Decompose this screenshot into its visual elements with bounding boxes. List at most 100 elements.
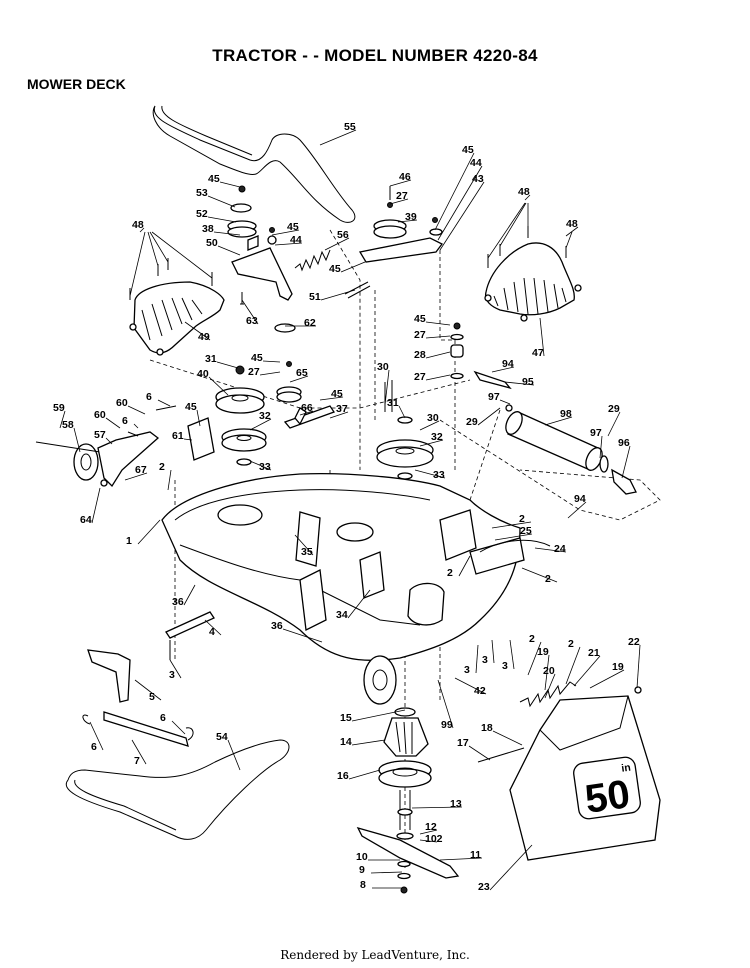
leader-line-c56 bbox=[324, 237, 350, 251]
callout-c55: 55 bbox=[344, 121, 356, 133]
callout-c2c: 2 bbox=[447, 567, 453, 579]
leader-line-c27a bbox=[389, 198, 409, 205]
callout-c2a: 2 bbox=[159, 461, 165, 473]
leader-line-c35 bbox=[294, 534, 314, 556]
callout-c19b: 19 bbox=[612, 661, 624, 673]
leader-line-c27c bbox=[425, 374, 451, 381]
idler-bracket-assembly bbox=[227, 185, 296, 333]
callout-c25: 25 bbox=[520, 525, 532, 537]
callout-c96: 96 bbox=[618, 437, 630, 449]
leader-line-c45g bbox=[319, 396, 344, 401]
callout-c45f: 45 bbox=[251, 352, 263, 364]
leader-line-c32a bbox=[249, 418, 272, 431]
callout-c65: 65 bbox=[296, 367, 308, 379]
callout-c29a: 29 bbox=[466, 416, 478, 428]
leader-line-c6a bbox=[133, 423, 139, 429]
callout-c48b: 48 bbox=[518, 186, 530, 198]
deck-wheel bbox=[363, 655, 397, 705]
leader-line-c51 bbox=[320, 289, 356, 301]
callout-c67: 67 bbox=[135, 464, 147, 476]
callout-c6c: 6 bbox=[160, 712, 166, 724]
leader-line-c59 bbox=[59, 410, 66, 429]
callout-c27d: 27 bbox=[248, 366, 260, 378]
leader-line-c29b bbox=[607, 411, 621, 437]
leader-line-c27d bbox=[259, 371, 281, 376]
callout-c2f: 2 bbox=[568, 638, 574, 650]
callout-c58: 58 bbox=[62, 419, 74, 431]
callout-c98: 98 bbox=[560, 408, 572, 420]
callout-c45d: 45 bbox=[329, 263, 341, 275]
leader-line-c2a bbox=[167, 469, 172, 491]
center-idler-pulley bbox=[276, 361, 302, 403]
callout-c45e: 45 bbox=[414, 313, 426, 325]
leader-line-c45c bbox=[271, 229, 300, 236]
callout-c102: 102 bbox=[425, 833, 443, 845]
leader-line-c48c bbox=[565, 226, 579, 237]
leader-line-c19a bbox=[544, 654, 550, 691]
leader-line-c34 bbox=[347, 589, 371, 619]
leader-line-c32b bbox=[419, 439, 444, 447]
callout-c3a: 3 bbox=[169, 669, 175, 681]
callout-c33a: 33 bbox=[259, 461, 271, 473]
mower-blade bbox=[356, 826, 460, 879]
callout-c7: 7 bbox=[134, 755, 140, 767]
callout-c31b: 31 bbox=[387, 397, 399, 409]
leader-line-c27b bbox=[425, 335, 451, 339]
tension-link bbox=[344, 281, 371, 299]
leader-line-c40 bbox=[208, 376, 229, 396]
leader-line-c66 bbox=[299, 410, 314, 416]
leader-line-c97b bbox=[599, 435, 603, 459]
leader-line-c20 bbox=[544, 673, 556, 699]
callout-c51: 51 bbox=[309, 291, 321, 303]
leader-line-c55 bbox=[319, 129, 357, 146]
leader-line-c14 bbox=[351, 739, 386, 746]
leader-line-c3d bbox=[509, 639, 515, 670]
leader-line-c16 bbox=[348, 769, 381, 780]
chute-rod bbox=[477, 747, 525, 763]
callout-c36b: 36 bbox=[271, 620, 283, 632]
leader-line-c23 bbox=[489, 844, 533, 891]
leader-line-c31b bbox=[398, 405, 406, 419]
callout-c24: 24 bbox=[554, 543, 566, 555]
leader-line-c2d bbox=[521, 567, 558, 583]
callout-c2e: 2 bbox=[529, 633, 535, 645]
leader-line-c6b bbox=[157, 399, 171, 407]
callout-c12: 12 bbox=[425, 821, 437, 833]
callout-c11: 11 bbox=[470, 849, 481, 861]
leader-line-c60b bbox=[127, 405, 146, 415]
callout-c4: 4 bbox=[209, 626, 215, 638]
callout-c48a: 48 bbox=[132, 219, 144, 231]
leader-line-c3c bbox=[491, 639, 495, 664]
leader-line-c18 bbox=[492, 730, 523, 746]
right-belt-cover bbox=[484, 242, 582, 322]
callout-c45b: 45 bbox=[208, 173, 220, 185]
mower-deck-housing bbox=[161, 472, 551, 662]
leader-line-c45a bbox=[434, 152, 475, 231]
callout-c2b: 2 bbox=[519, 513, 525, 525]
leader-line-c6d bbox=[89, 721, 104, 751]
belt-guide-bracket bbox=[283, 405, 335, 429]
callout-c45c: 45 bbox=[287, 221, 299, 233]
callout-c10: 10 bbox=[356, 851, 368, 863]
callout-c2d: 2 bbox=[545, 573, 551, 585]
callout-c6b: 6 bbox=[146, 391, 152, 403]
leader-line-c102 bbox=[419, 839, 438, 843]
callout-c62: 62 bbox=[304, 317, 316, 329]
section-title: MOWER DECK bbox=[27, 76, 126, 92]
leader-line-c94b bbox=[567, 501, 587, 519]
callout-c54: 54 bbox=[216, 731, 228, 743]
callout-c27b: 27 bbox=[414, 329, 426, 341]
leader-line-c64 bbox=[91, 487, 101, 524]
leader-line-c67 bbox=[124, 472, 148, 481]
leader-line-c12 bbox=[419, 829, 438, 835]
chute-decal-number: 50 bbox=[582, 772, 632, 822]
callout-c3d: 3 bbox=[502, 660, 508, 672]
leader-line-c57 bbox=[105, 437, 113, 445]
leader-line-c37 bbox=[329, 411, 349, 419]
callout-c28: 28 bbox=[414, 349, 426, 361]
callout-c6a: 6 bbox=[122, 415, 128, 427]
leader-line-c15 bbox=[351, 709, 406, 722]
leader-line-c53 bbox=[207, 195, 236, 208]
leader-line-c1 bbox=[137, 519, 161, 545]
